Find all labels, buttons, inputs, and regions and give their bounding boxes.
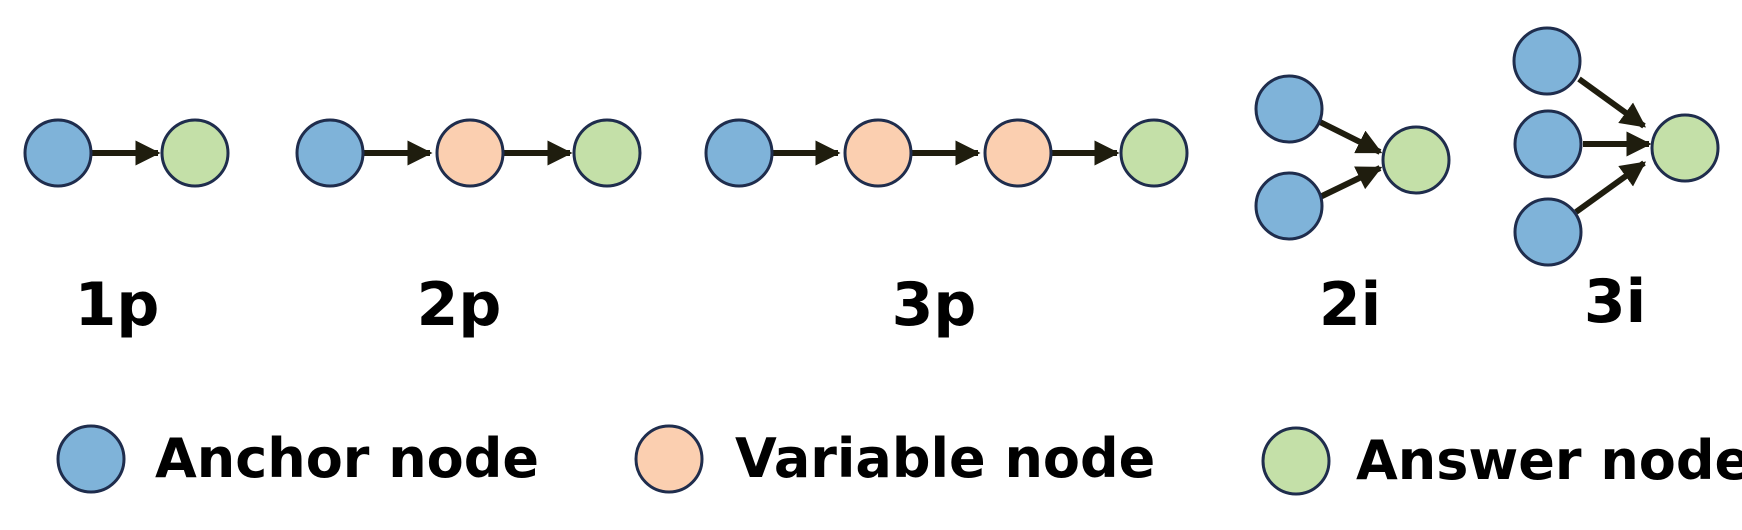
query-label-3p: 3p — [892, 270, 977, 340]
legend-variable-swatch — [634, 424, 704, 494]
legend-item-variable: Variable node — [634, 424, 1155, 494]
variable-node-3p-2 — [983, 118, 1053, 188]
anchor-node-1p — [23, 118, 93, 188]
anchor-node-2i-2 — [1254, 171, 1324, 241]
legend-anchor-label: Anchor node — [155, 427, 539, 490]
legend-item-anchor: Anchor node — [56, 424, 539, 494]
anchor-node-3p — [704, 118, 774, 188]
query-2p — [295, 118, 642, 188]
query-1p — [23, 118, 230, 188]
edge-2i-2 — [1318, 165, 1383, 200]
variable-node-3p-1 — [843, 118, 913, 188]
edge-3i-1 — [1577, 76, 1647, 129]
anchor-node-2i-1 — [1254, 74, 1324, 144]
query-label-2p: 2p — [417, 270, 502, 340]
anchor-node-3i-3 — [1513, 197, 1583, 267]
answer-node-3i — [1650, 113, 1720, 183]
legend-variable-label: Variable node — [735, 427, 1155, 490]
edge-3i-3 — [1574, 160, 1647, 215]
anchor-node-2p — [295, 118, 365, 188]
anchor-node-3i-1 — [1512, 26, 1582, 96]
anchor-node-3i-2 — [1513, 109, 1583, 179]
legend-answer-swatch — [1261, 426, 1331, 496]
legend-item-answer: Answer node — [1261, 426, 1742, 496]
query-3i — [1512, 26, 1720, 267]
answer-node-3p — [1119, 118, 1189, 188]
variable-node-2p — [435, 118, 505, 188]
query-label-1p: 1p — [75, 270, 160, 340]
query-label-3i: 3i — [1584, 267, 1646, 337]
query-2i — [1254, 74, 1451, 241]
answer-node-2i — [1381, 125, 1451, 195]
legend: Anchor node Variable node Answer node — [56, 424, 1742, 496]
answer-node-1p — [160, 118, 230, 188]
legend-anchor-swatch — [56, 424, 126, 494]
edge-2i-1 — [1318, 119, 1383, 155]
answer-node-2p — [572, 118, 642, 188]
legend-answer-label: Answer node — [1356, 429, 1742, 492]
query-label-2i: 2i — [1319, 270, 1381, 340]
query-3p — [704, 118, 1189, 188]
